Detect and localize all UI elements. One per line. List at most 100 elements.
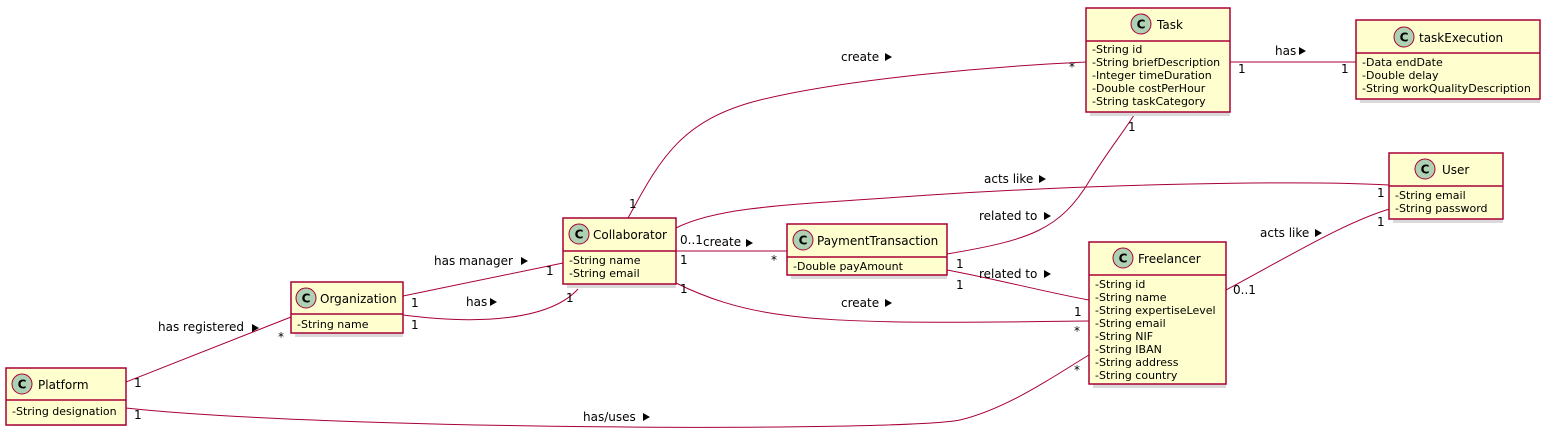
class-icon: [11, 373, 33, 395]
class-icon-letter: C: [302, 292, 311, 306]
class-icon: [295, 287, 317, 309]
edge-payment-task: [946, 114, 1135, 255]
direction-arrow-icon: [1044, 270, 1051, 278]
class-attribute: -String name: [297, 318, 369, 331]
multiplicity: 1: [680, 253, 688, 267]
class-icon: [1414, 158, 1436, 180]
class-attribute: -String password: [1395, 202, 1488, 215]
direction-arrow-icon: [490, 298, 497, 306]
relation-label: has: [1275, 44, 1296, 58]
class-attribute: -String name: [1095, 291, 1167, 304]
class-name: Organization: [320, 292, 397, 306]
relation-label: has/uses: [583, 410, 636, 424]
class-icon-letter: C: [18, 378, 27, 392]
class-attribute: -Double delay: [1362, 69, 1439, 82]
class-attribute: -Double costPerHour: [1092, 82, 1206, 95]
relation-label: acts like: [1260, 226, 1309, 240]
class-icon-letter: C: [799, 234, 808, 248]
edge-platform-organization: [125, 316, 292, 383]
direction-arrow-icon: [885, 299, 892, 307]
multiplicity: 1: [411, 318, 419, 332]
relation-label: related to: [979, 267, 1037, 281]
multiplicity: 1: [680, 282, 688, 296]
edge-organization-collaborator-manager: [402, 262, 564, 297]
class-icon-letter: C: [575, 228, 584, 242]
multiplicity-layer: 1 * 1 * 1 1 1 1 1 * 0..1 1 1 * 1 * 1 1 1…: [134, 60, 1385, 422]
class-icon-letter: C: [1119, 252, 1128, 266]
class-icon-letter: C: [1421, 163, 1430, 177]
multiplicity: 1: [1238, 62, 1246, 76]
relation-label: create: [703, 235, 741, 249]
class-attribute: -String email: [569, 267, 640, 280]
class-name: Task: [1156, 18, 1183, 32]
class-attribute: -String email: [1395, 189, 1466, 202]
class-attribute: -String address: [1095, 356, 1179, 369]
relation-label: related to: [979, 209, 1037, 223]
class-attribute: -String expertiseLevel: [1095, 304, 1216, 317]
edge-collaborator-user: [675, 182, 1390, 229]
relation-label: has manager: [434, 254, 513, 268]
multiplicity: *: [1074, 363, 1080, 377]
edge-collaborator-freelancer: [675, 282, 1090, 323]
direction-arrow-icon: [746, 239, 753, 247]
class-icon-letter: C: [1137, 18, 1146, 32]
class-collaborator[interactable]: C Collaborator -String name -String emai…: [562, 217, 677, 288]
relation-label: acts like: [984, 172, 1033, 186]
class-attribute: -String NIF: [1095, 330, 1153, 343]
class-icon-letter: C: [1400, 31, 1409, 45]
class-user[interactable]: C User -String email -String password: [1388, 152, 1504, 223]
class-icon: [1393, 26, 1415, 48]
class-task[interactable]: C Task -String id -String briefDescripti…: [1085, 7, 1231, 116]
multiplicity: 1: [1074, 305, 1082, 319]
class-payment-transaction[interactable]: C PaymentTransaction -Double payAmount: [786, 223, 948, 279]
multiplicity: 1: [1341, 62, 1349, 76]
multiplicity: *: [771, 253, 777, 267]
class-icon: [568, 223, 590, 245]
class-name: Freelancer: [1138, 252, 1201, 266]
edge-collaborator-task: [627, 61, 1087, 219]
class-task-execution[interactable]: C taskExecution -Data endDate -Double de…: [1355, 19, 1541, 103]
class-attribute: -Data endDate: [1362, 56, 1443, 69]
multiplicity: 1: [956, 278, 964, 292]
class-icon: [792, 229, 814, 251]
direction-arrow-icon: [885, 53, 892, 61]
direction-arrow-icon: [252, 324, 259, 332]
class-attribute: -Integer timeDuration: [1092, 69, 1212, 82]
class-name: Collaborator: [593, 228, 667, 242]
class-attribute: -String designation: [12, 405, 117, 418]
class-attribute: -String taskCategory: [1092, 95, 1206, 108]
class-attribute: -String IBAN: [1095, 343, 1162, 356]
direction-arrow-icon: [643, 413, 650, 421]
class-attribute: -String id: [1095, 278, 1145, 291]
multiplicity: 1: [629, 197, 637, 211]
label-layer: has registered has/uses has manager has …: [158, 44, 1322, 424]
multiplicity: 1: [546, 264, 554, 278]
class-freelancer[interactable]: C Freelancer -String id -String name -St…: [1088, 241, 1227, 388]
direction-arrow-icon: [1299, 47, 1306, 55]
multiplicity: 1: [1377, 215, 1385, 229]
multiplicity: *: [1069, 60, 1075, 74]
relation-label: create: [841, 296, 879, 310]
class-organization[interactable]: C Organization -String name: [290, 281, 404, 337]
multiplicity: *: [278, 330, 284, 344]
class-attribute: -String id: [1092, 43, 1142, 56]
class-attribute: -String name: [569, 254, 641, 267]
relation-label: create: [841, 50, 879, 64]
direction-arrow-icon: [1044, 212, 1051, 220]
multiplicity: 1: [1377, 186, 1385, 200]
edge-layer: [125, 61, 1394, 428]
edge-payment-freelancer: [946, 269, 1090, 301]
edge-freelancer-user: [1225, 207, 1394, 291]
edge-organization-collaborator-has: [402, 288, 579, 321]
class-platform[interactable]: C Platform -String designation: [5, 367, 127, 426]
class-attribute: -String briefDescription: [1092, 56, 1220, 69]
multiplicity: 0..1: [1233, 283, 1256, 297]
class-name: Platform: [38, 378, 89, 392]
direction-arrow-icon: [1039, 175, 1046, 183]
class-attribute: -String country: [1095, 369, 1178, 382]
class-attribute: -String workQualityDescription: [1362, 82, 1531, 95]
relation-label: has registered: [158, 320, 244, 334]
class-name: PaymentTransaction: [817, 234, 938, 248]
direction-arrow-icon: [521, 257, 528, 265]
